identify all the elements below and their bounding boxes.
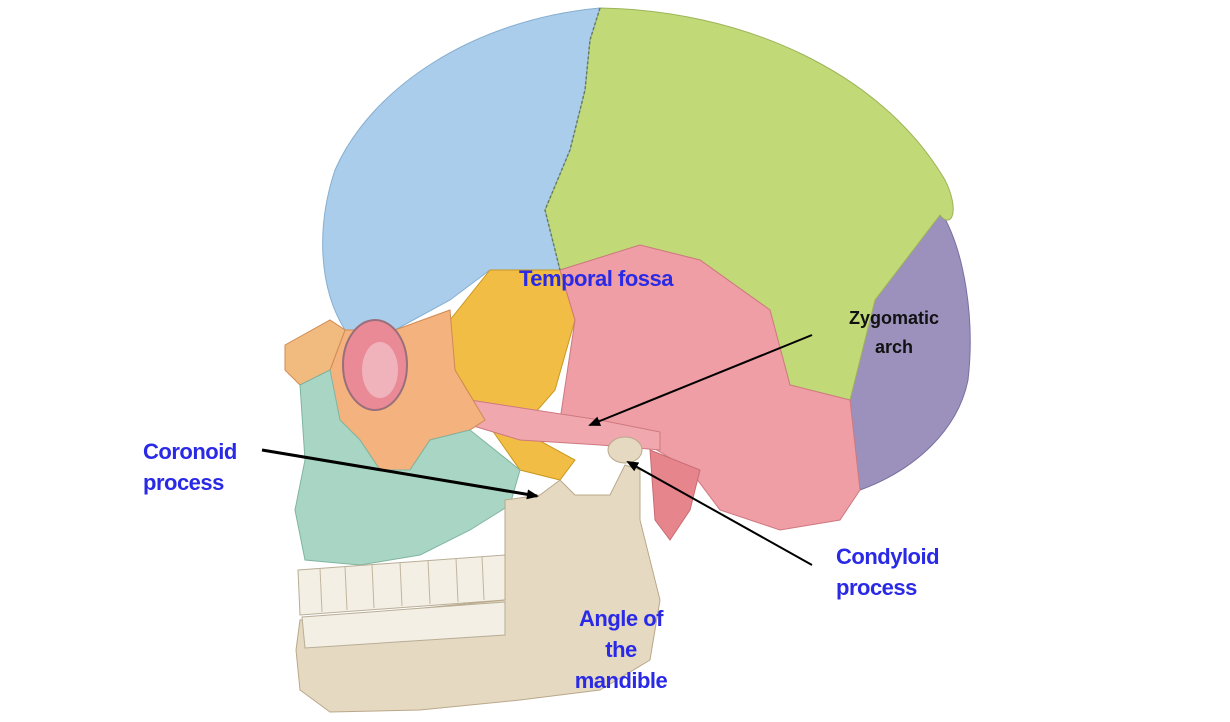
label-zygomatic-arch-line2: arch [874, 337, 914, 357]
condyle-head [607, 436, 643, 464]
mastoid-process [649, 449, 701, 541]
label-coronoid-process: Coronoid process [143, 436, 237, 498]
maxilla-bone [294, 369, 521, 566]
label-angle-of-mandible: Angle of the mandible [556, 603, 686, 696]
mandible-bone [295, 464, 661, 713]
lower-teeth [301, 601, 506, 649]
label-angle-of-mandible-line2: the [605, 637, 637, 662]
label-condyloid-process: Condyloid process [836, 541, 940, 603]
coronal-suture [544, 7, 601, 271]
label-coronoid-process-line2: process [143, 470, 224, 495]
frontal-bone [322, 7, 601, 331]
label-zygomatic-arch-line1: Zygomatic [848, 308, 940, 328]
label-angle-of-mandible-line3: mandible [574, 668, 668, 693]
occipital-bone [844, 209, 971, 491]
label-condyloid-process-line2: process [836, 575, 917, 600]
label-condyloid-process-line1: Condyloid [836, 544, 940, 569]
label-temporal-fossa: Temporal fossa [519, 266, 673, 291]
condyloid-process-arrow [626, 461, 813, 566]
zygomatic-arch-arrow [588, 334, 813, 426]
label-angle-of-mandible-line1: Angle of [579, 606, 664, 631]
coronoid-process-arrow [261, 448, 539, 500]
label-coronoid-process-line1: Coronoid [143, 439, 237, 464]
orbit-inner [362, 342, 398, 398]
label-zygomatic-arch: Zygomatic arch [838, 304, 950, 362]
